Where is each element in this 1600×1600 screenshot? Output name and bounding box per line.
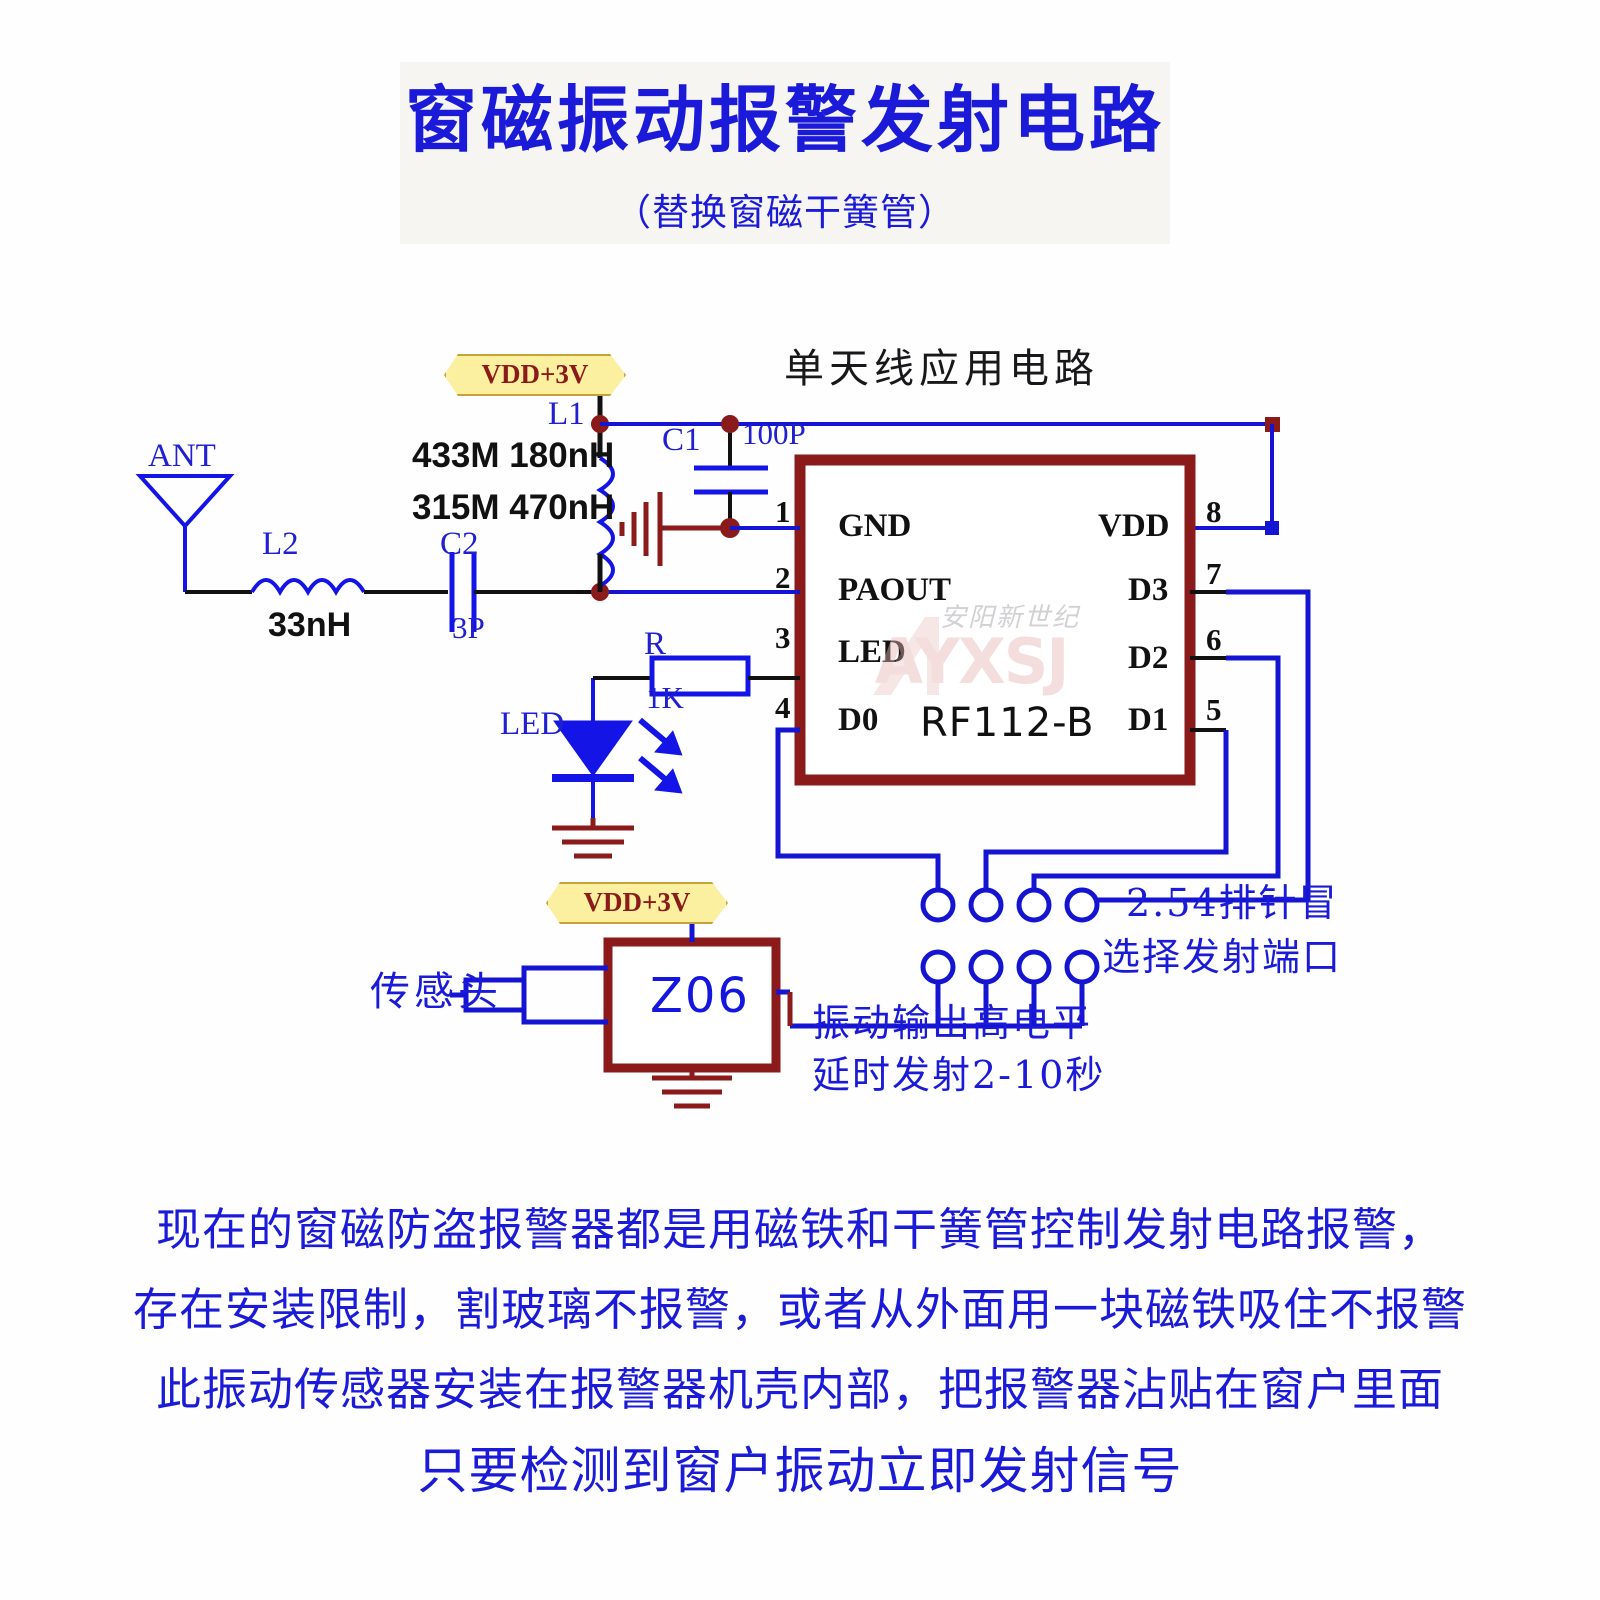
header-pin-bot-3 (1016, 949, 1052, 985)
header-pin-top-1 (920, 887, 956, 923)
junction-square-pin8 (1265, 521, 1279, 535)
junction-dot-c1-top (721, 415, 739, 433)
l1-freq-note-2: 315M 470nH (412, 488, 615, 527)
description-line-3: 此振动传感器安装在报警器机壳内部，把报警器沾贴在窗户里面 (155, 1363, 1444, 1416)
ground-symbol-z06 (652, 1068, 732, 1109)
module-note-line2: 延时发射2-10秒 (812, 1053, 1106, 1097)
title-block: 窗磁振动报警发射电路 （替换窗磁干簧管） (400, 62, 1170, 244)
description-line-1: 现在的窗磁防盗报警器都是用磁铁和干簧管控制发射电路报警， (155, 1203, 1444, 1256)
page-title: 窗磁振动报警发射电路 (404, 77, 1165, 162)
led-label: LED (500, 706, 565, 742)
l2-ref-label: L2 (262, 526, 299, 562)
header-pin-top-3 (1016, 887, 1052, 923)
r-ref-label: R (644, 626, 667, 662)
led-symbol (552, 678, 683, 818)
sensor-head-label: 传感头 (370, 969, 502, 1015)
ic-pin-name-d2: D2 (1128, 640, 1169, 676)
ic-pin-number-2: 2 (775, 560, 791, 595)
ic-pin-name-vdd: VDD (1098, 508, 1170, 544)
header-pin-top-4 (1064, 887, 1100, 923)
wire-pin5-to-header2 (983, 730, 1229, 890)
l2-value-label: 33nH (268, 606, 352, 644)
ic-pin-number-7: 7 (1206, 556, 1222, 591)
page-subtitle: （替换窗磁干簧管） (614, 191, 956, 234)
ic-pin-number-1: 1 (775, 494, 791, 529)
description-line-2: 存在安装限制，割玻璃不报警，或者从外面用一块磁铁吸住不报警 (132, 1283, 1467, 1336)
antenna-symbol (135, 474, 235, 592)
header-note-line1: 2.54排针冒 (1126, 881, 1339, 925)
ic-body (794, 454, 1196, 786)
header-pin-top-2 (968, 887, 1004, 923)
ic-pin-name-led: LED (838, 634, 906, 670)
ic-pin-name-d1: D1 (1128, 702, 1169, 738)
ground-symbol-led (552, 818, 634, 859)
l1-freq-note-1: 433M 180nH (412, 436, 615, 475)
ic-pin-number-6: 6 (1206, 622, 1222, 657)
description-line-4: 只要检测到窗户振动立即发射信号 (417, 1442, 1183, 1500)
c2-ref-label: C2 (440, 526, 479, 562)
ic-pin-number-5: 5 (1206, 692, 1222, 727)
r-value-label: 1K (646, 680, 684, 715)
description-block: 现在的窗磁防盗报警器都是用磁铁和干簧管控制发射电路报警， 存在安装限制，割玻璃不… (0, 1190, 1600, 1512)
ic-pin-name-d3: D3 (1128, 572, 1169, 608)
module-note-line1: 振动输出高电平 (812, 1001, 1093, 1045)
header-pin-bot-1 (920, 949, 956, 985)
ic-pin-number-8: 8 (1206, 494, 1222, 529)
ic-pin-name-paout: PAOUT (838, 572, 952, 608)
c1-value-label: 100P (742, 416, 806, 451)
resistor-r (649, 655, 751, 697)
header-pin-bot-2 (968, 949, 1004, 985)
ic-part-number: RF112-B (920, 700, 1095, 746)
header-note-line2: 选择发射端口 (1102, 935, 1343, 979)
z06-module-body (603, 937, 781, 1073)
power-flag-top: VDD+3V (444, 354, 626, 396)
wire-pin4-to-header1 (775, 727, 941, 890)
capacitor-c1 (694, 465, 768, 495)
c1-ref-label: C1 (662, 422, 701, 458)
power-flag-bottom: VDD+3V (546, 882, 728, 924)
pin-header-top-row (920, 887, 1100, 923)
inductor-l2 (250, 578, 366, 596)
ic-pin-name-gnd: GND (838, 508, 912, 544)
header-pin-bot-4 (1064, 949, 1100, 985)
ground-symbol-c1 (619, 492, 730, 566)
antenna-label: ANT (148, 438, 216, 474)
sensor-head-symbol (450, 965, 608, 1025)
inductor-l1 (596, 456, 615, 588)
schematic-canvas (0, 280, 1600, 1160)
ic-pin-number-3: 3 (775, 620, 791, 655)
pin-header-bottom-row (790, 949, 1100, 1029)
ic-pin-number-4: 4 (775, 690, 791, 725)
ic-pin-name-d0: D0 (838, 702, 879, 738)
sub-circuit-title: 单天线应用电路 (784, 346, 1099, 392)
c2-value-label: 3P (452, 610, 485, 645)
module-label-z06: Z06 (650, 968, 750, 1024)
schematic-svg (135, 372, 1311, 1109)
l1-ref-label: L1 (548, 396, 585, 432)
wire-pin6-to-header3 (1031, 655, 1281, 890)
